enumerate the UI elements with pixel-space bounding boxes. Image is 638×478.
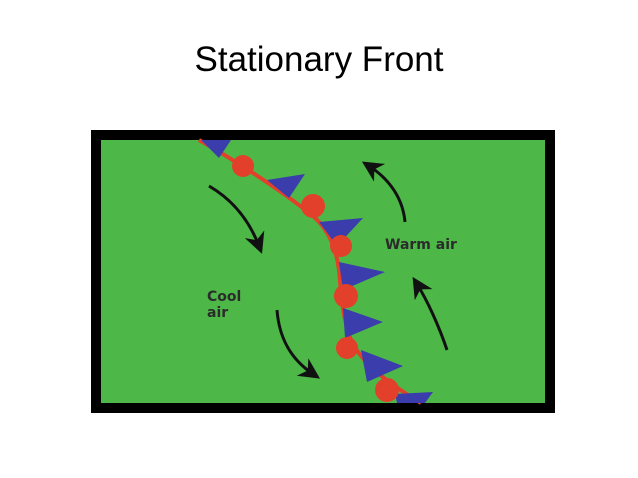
- cold-front-triangle: [339, 262, 385, 290]
- cool-air-label-line1: Cool: [207, 289, 241, 305]
- cold-front-triangle: [319, 218, 363, 246]
- warm-front-semicircle: [336, 337, 358, 359]
- cold-front-triangle: [343, 308, 383, 338]
- cold-front-triangle: [267, 174, 305, 198]
- warm-front-semicircle: [334, 284, 358, 308]
- cool-air-label-line2: air: [207, 305, 228, 321]
- cold-front-triangle: [201, 140, 231, 158]
- stationary-front-diagram: Warm air Cool air: [91, 130, 555, 413]
- cold-front-triangle: [361, 350, 403, 382]
- warm-air-label: Warm air: [385, 237, 457, 253]
- warm-air-arrow-lower: [412, 276, 449, 351]
- warm-front-semicircle: [301, 194, 325, 218]
- cool-air-arrow-upper: [208, 184, 265, 254]
- diagram-background: [101, 140, 545, 403]
- cold-front-triangles: [201, 140, 433, 403]
- warm-front-semicircle: [330, 235, 352, 257]
- warm-air-arrow-upper: [361, 161, 407, 223]
- warm-front-semicircles: [232, 155, 399, 402]
- warm-front-semicircle: [232, 155, 254, 177]
- cool-air-arrow-lower: [275, 309, 320, 379]
- warm-front-semicircle: [375, 378, 399, 402]
- cold-front-triangle: [395, 392, 433, 403]
- slide-title: Stationary Front: [194, 40, 444, 79]
- diagram-canvas: Warm air Cool air: [101, 138, 545, 405]
